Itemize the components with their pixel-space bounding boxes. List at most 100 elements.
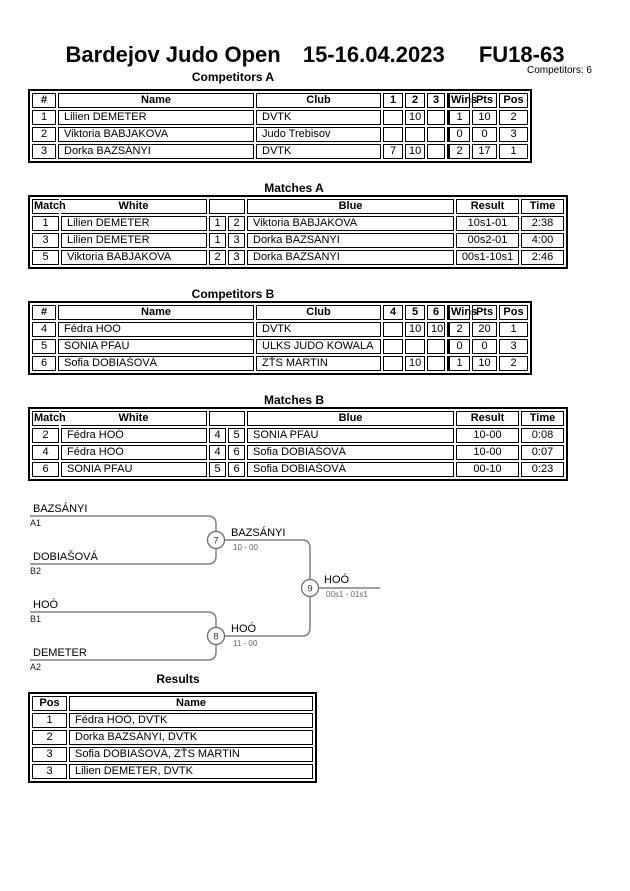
table-cell: 0 — [472, 339, 497, 354]
table-cell: SONIA PFAU — [247, 428, 454, 443]
section-title-competitors-b: Competitors B — [191, 287, 275, 301]
col-header: Name — [58, 305, 254, 320]
col-header: Result — [456, 411, 519, 426]
table-cell — [427, 144, 445, 159]
table-cell: Lilien DEMETER — [58, 110, 254, 125]
col-header: 4 — [383, 305, 403, 320]
table-cell: 10 — [405, 110, 425, 125]
table-cell: Sofia DOBIAŠOVÁ — [58, 356, 254, 371]
col-header: Pts — [472, 305, 497, 320]
table-cell — [383, 322, 403, 337]
table-cell: 17 — [472, 144, 497, 159]
table-cell — [405, 127, 425, 142]
col-header: # — [32, 93, 56, 108]
match-number-7: 7 — [213, 536, 218, 547]
table-cell: 3 — [32, 144, 56, 159]
table-cell: 10s1-01 — [456, 216, 519, 231]
table-cell: Dorka BAZSÁNYI — [247, 250, 454, 265]
table-header: Match White Blue Result Time — [32, 411, 564, 426]
col-header: Result — [456, 199, 519, 214]
table-cell: Viktoria BABJAKOVA — [58, 127, 254, 142]
competitors-count: Competitors: 6 — [526, 65, 592, 76]
table-cell: 0:23 — [521, 462, 564, 477]
col-header: 5 — [405, 305, 425, 320]
table-cell: 6 — [32, 356, 56, 371]
table-cell: 00-10 — [456, 462, 519, 477]
table-cell: Fédra HOÓ — [58, 322, 254, 337]
col-header: Pos — [499, 93, 528, 108]
table-cell: Sofia DOBIAŠOVÁ, ZŤS MARTIN — [69, 747, 313, 762]
table-cell: 2 — [447, 144, 470, 159]
table-cell: 0:08 — [521, 428, 564, 443]
table-cell: ULKS JUDO KOWALA — [256, 339, 381, 354]
table-header: Pos Name — [32, 696, 313, 711]
table-cell: 4 — [32, 322, 56, 337]
event-date: 15-16.04.2023 — [302, 42, 445, 67]
table-cell: 2:38 — [521, 216, 564, 231]
bracket-entrant-name: DEMETER — [33, 647, 87, 659]
table-cell: 10-00 — [456, 445, 519, 460]
table-cell: Dorka BAZSÁNYI, DVTK — [69, 730, 313, 745]
table-cell: Viktoria BABJAKOVA — [61, 250, 207, 265]
col-header: Wins — [447, 305, 477, 320]
bracket-result-9: 00s1 - 01s1 — [326, 590, 368, 599]
col-header: Blue — [247, 199, 454, 214]
table-cell — [383, 110, 403, 125]
table-cell: 4 — [209, 445, 226, 460]
table-header: Match White Blue Result Time — [32, 199, 564, 214]
table-cell: 6 — [32, 462, 59, 477]
match-number-9: 9 — [307, 584, 312, 595]
col-header: 2 — [405, 93, 425, 108]
bracket-entrant-seed: B1 — [30, 614, 42, 624]
table-cell: 2:46 — [521, 250, 564, 265]
table-cell: 2 — [447, 322, 470, 337]
section-title-results: Results — [156, 672, 200, 686]
table-cell — [383, 356, 403, 371]
table-cell: 10 — [472, 356, 497, 371]
table-cell: 3 — [32, 764, 67, 779]
table-cell: Judo Trebisov — [256, 127, 381, 142]
table-header-row: Match White Blue Result Time — [32, 411, 564, 426]
table-cell: 0 — [472, 127, 497, 142]
table-cell: 10 — [427, 322, 445, 337]
bracket-winner-name-8: HOÓ — [231, 623, 257, 635]
table-header-row: # Name Club 1 2 3 Wins Pts Pos — [32, 93, 528, 108]
col-header: White — [61, 199, 207, 214]
table-cell: Lilien DEMETER — [61, 216, 207, 231]
table-cell: DVTK — [256, 322, 381, 337]
bracket-entrant-name: HOÓ — [33, 599, 59, 611]
col-header: Name — [69, 696, 313, 711]
table-cell: 00s2-01 — [456, 233, 519, 248]
table-cell: 5 — [209, 462, 226, 477]
table-cell: Fédra HOÓ, DVTK — [69, 713, 313, 728]
col-header: 6 — [427, 305, 445, 320]
table-cell: 3 — [228, 233, 245, 248]
table-cell: 1 — [32, 713, 67, 728]
table-header-row: Pos Name — [32, 696, 313, 711]
table-cell: 10 — [405, 144, 425, 159]
table-cell: Sofia DOBIAŠOVÁ — [247, 445, 454, 460]
table-cell: 1 — [209, 233, 226, 248]
col-header: Match — [32, 411, 66, 426]
table-header: # Name Club 4 5 6 Wins Pts Pos — [32, 305, 528, 320]
table-header: # Name Club 1 2 3 Wins Pts Pos — [32, 93, 528, 108]
table-cell: 5 — [32, 250, 59, 265]
section-title-matches-a: Matches A — [264, 181, 324, 195]
table-cell: 1 — [499, 322, 528, 337]
col-header: Name — [58, 93, 254, 108]
event-name: Bardejov Judo Open — [65, 42, 281, 67]
table-cell — [427, 110, 445, 125]
